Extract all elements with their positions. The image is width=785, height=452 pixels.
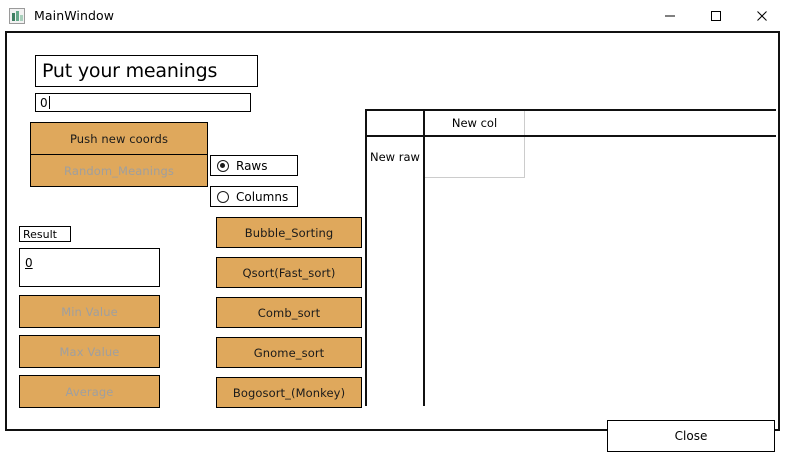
table-body	[425, 137, 776, 406]
minimize-button[interactable]	[647, 0, 693, 31]
table-corner-cell[interactable]	[367, 111, 425, 137]
result-output: 0	[19, 248, 160, 287]
radio-raws-label: Raws	[236, 158, 268, 173]
min-value-button[interactable]: Min Value	[19, 295, 160, 328]
qsort-button[interactable]: Qsort(Fast_sort)	[216, 257, 362, 288]
data-table[interactable]: New col New raw	[365, 109, 776, 406]
table-cell[interactable]	[425, 137, 525, 178]
random-meanings-button[interactable]: Random_Meanings	[30, 154, 208, 187]
gnome-sort-button[interactable]: Gnome_sort	[216, 337, 362, 368]
minimize-icon	[664, 10, 676, 22]
maximize-icon	[710, 10, 722, 22]
bogosort-button[interactable]: Bogosort_(Monkey)	[216, 377, 362, 408]
push-new-coords-button[interactable]: Push new coords	[30, 122, 208, 155]
max-value-button[interactable]: Max Value	[19, 335, 160, 368]
close-icon	[756, 10, 768, 22]
coords-input-value: 0	[40, 95, 48, 110]
text-caret	[48, 96, 50, 109]
app-window-icon	[9, 7, 25, 24]
client-area: Put your meanings 0 Push new coords Rand…	[5, 31, 780, 452]
close-button[interactable]	[739, 0, 785, 31]
table-column-header[interactable]: New col	[425, 111, 525, 135]
radio-empty-icon	[217, 190, 229, 203]
close-dialog-button[interactable]: Close	[607, 420, 775, 452]
table-column-headers: New col	[425, 111, 776, 137]
radio-filled-icon	[217, 159, 229, 172]
bubble-sorting-button[interactable]: Bubble_Sorting	[216, 217, 362, 248]
window-title: MainWindow	[34, 8, 115, 23]
radio-columns[interactable]: Columns	[210, 186, 298, 207]
page-title: Put your meanings	[35, 55, 258, 87]
result-label: Result	[19, 226, 71, 242]
coords-input[interactable]: 0	[35, 93, 251, 112]
radio-raws[interactable]: Raws	[210, 155, 298, 176]
radio-columns-label: Columns	[236, 189, 289, 204]
table-row-header[interactable]: New raw	[370, 150, 420, 164]
average-button[interactable]: Average	[19, 375, 160, 408]
title-bar: MainWindow	[0, 0, 785, 31]
comb-sort-button[interactable]: Comb_sort	[216, 297, 362, 328]
maximize-button[interactable]	[693, 0, 739, 31]
result-value: 0	[25, 256, 33, 270]
table-row-headers: New raw	[367, 137, 425, 406]
window-controls	[647, 0, 785, 31]
